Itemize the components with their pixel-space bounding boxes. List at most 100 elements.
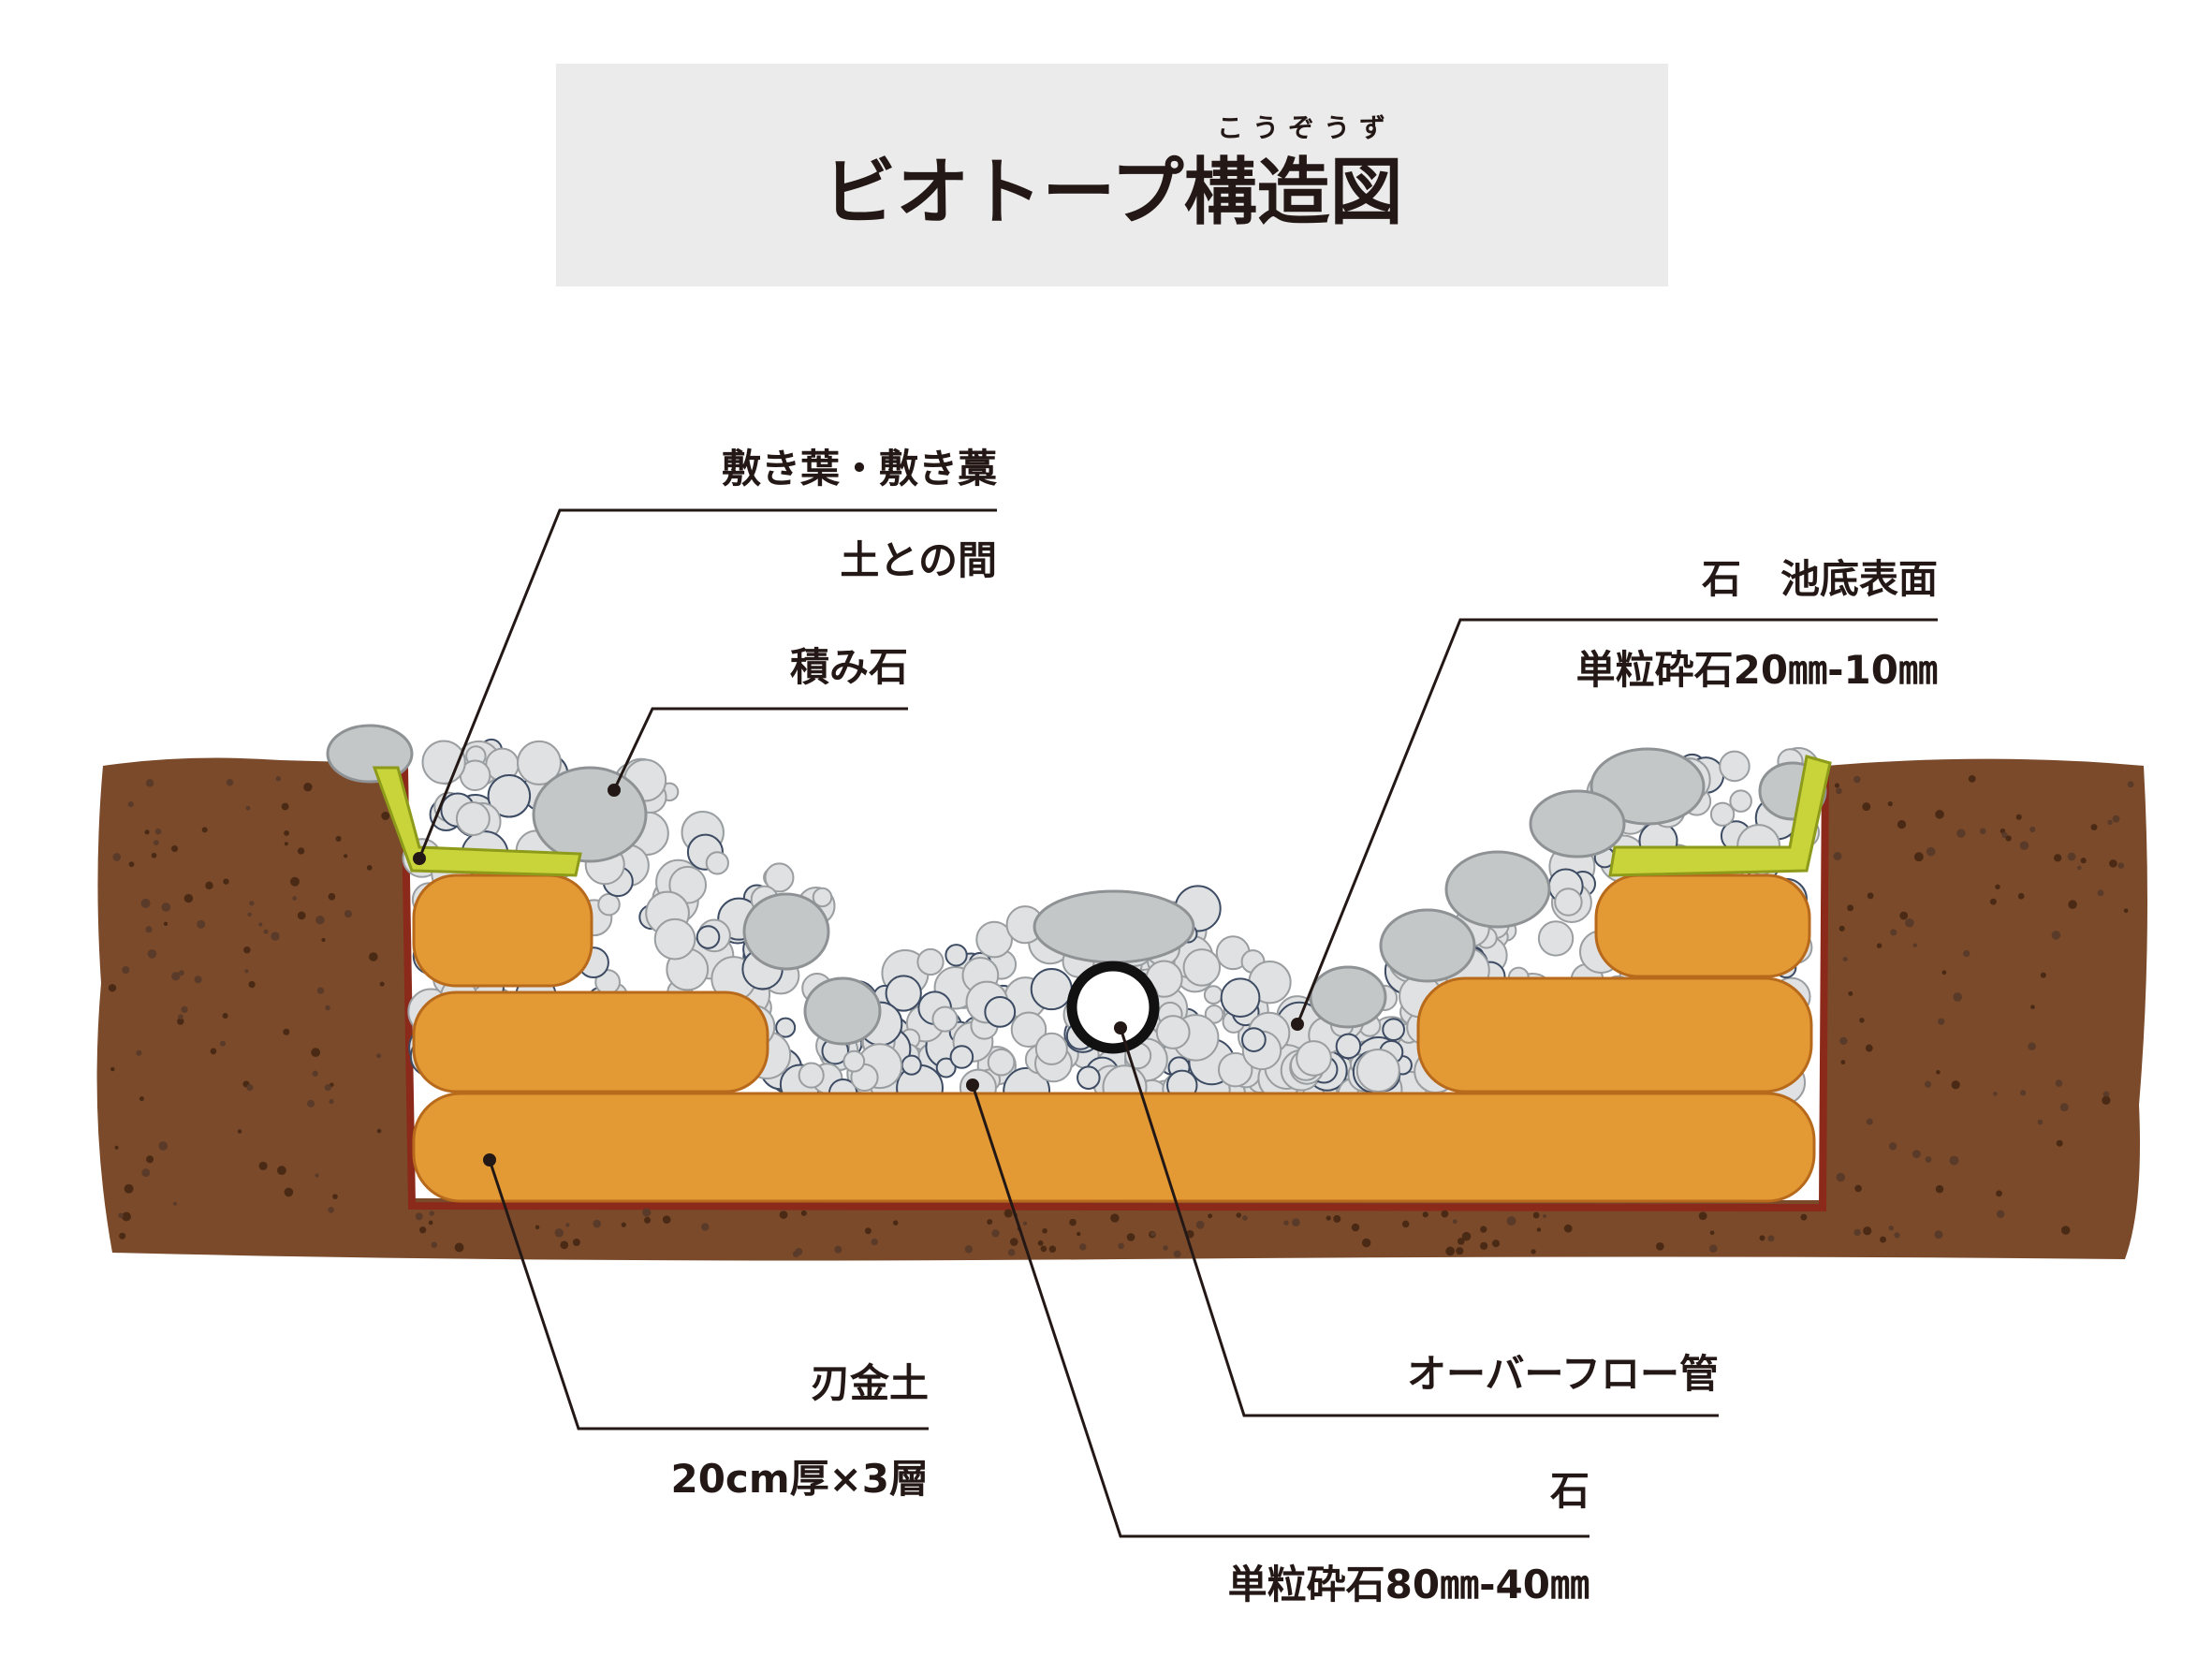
soil-speck — [1839, 1036, 1848, 1045]
pebble — [517, 740, 562, 785]
label-shikiba-sub: 土との間 — [840, 537, 997, 583]
soil-speck — [1441, 1210, 1449, 1218]
soil-speck — [332, 1194, 338, 1199]
soil-speck — [1457, 1238, 1465, 1245]
pebble — [764, 862, 795, 893]
soil-speck — [226, 779, 234, 786]
soil-speck — [1925, 1156, 1932, 1163]
soil-speck — [1283, 1220, 1289, 1225]
soil-speck — [1698, 1211, 1707, 1221]
soil-speck — [1854, 1184, 1862, 1193]
soil-speck — [1993, 1092, 1998, 1096]
soil-speck — [223, 878, 229, 885]
pebble — [1335, 1033, 1362, 1060]
soil-speck — [1709, 1244, 1718, 1253]
soil-speck — [145, 926, 153, 933]
soil-speck — [1897, 820, 1907, 829]
soil-speck — [1461, 1231, 1472, 1241]
soil-speck — [366, 865, 373, 871]
pebble — [1182, 948, 1222, 987]
soil-speck — [1838, 925, 1845, 932]
pebble — [984, 995, 1017, 1028]
soil-speck — [644, 1216, 652, 1224]
soil-speck — [1456, 1247, 1464, 1255]
soil-speck — [1926, 846, 1936, 857]
soil-speck — [2040, 972, 2046, 978]
soil-speck — [1935, 1184, 1944, 1194]
soil-speck — [1913, 852, 1924, 862]
soil-speck — [277, 1166, 286, 1176]
soil-speck — [311, 1048, 321, 1058]
soil-speck — [307, 1099, 315, 1108]
soil-speck — [593, 1219, 602, 1228]
clay-layer-middle-right — [1416, 976, 1813, 1093]
soil-speck — [792, 1251, 799, 1257]
soil-speck — [701, 1223, 710, 1231]
pebble — [696, 925, 721, 949]
soil-speck — [2112, 814, 2120, 823]
moss-left — [372, 766, 582, 877]
soil-speck — [284, 1187, 294, 1197]
pebble — [1241, 1027, 1267, 1052]
soil-speck — [1173, 1250, 1181, 1258]
clay-layer-top-left — [412, 873, 593, 988]
soil-speck — [2123, 908, 2129, 914]
soil-speck — [2019, 841, 2029, 850]
soil-speck — [2054, 854, 2062, 862]
soil-speck — [1880, 1236, 1887, 1243]
pebble — [975, 920, 1013, 959]
pebble — [935, 1057, 957, 1078]
clay-layer-top-right — [1594, 873, 1811, 978]
soil-speck — [2028, 1042, 2036, 1050]
soil-speck — [1656, 1242, 1664, 1251]
soil-speck — [344, 910, 353, 918]
soil-speck — [275, 776, 281, 782]
soil-speck — [1888, 1225, 1894, 1231]
pebble — [885, 975, 922, 1012]
soil-speck — [1292, 1218, 1300, 1226]
soil-speck — [1925, 1080, 1932, 1088]
soil-ground — [96, 757, 2147, 1261]
pebble — [901, 1054, 922, 1076]
soil-speck — [163, 921, 168, 926]
pebble — [945, 944, 968, 967]
soil-speck — [147, 949, 157, 959]
soil-speck — [2077, 865, 2082, 871]
soil-speck — [2001, 831, 2008, 839]
soil-speck — [1890, 929, 1897, 936]
soil-speck — [554, 1228, 564, 1238]
soil-speck — [1863, 1226, 1872, 1236]
soil-speck — [415, 1212, 423, 1221]
soil-speck — [1195, 1220, 1205, 1229]
soil-speck — [315, 1173, 319, 1178]
soil-speck — [1150, 1231, 1156, 1237]
label-stone: 石 — [1550, 1468, 1589, 1514]
label-stone-sub: 単粒砕石80㎜-40㎜ — [1228, 1562, 1589, 1607]
soil-speck — [379, 981, 385, 987]
soil-speck — [1480, 1241, 1488, 1250]
soil-speck — [1009, 1238, 1018, 1246]
soil-speck — [328, 1207, 334, 1213]
pebble — [1030, 968, 1073, 1011]
soil-speck — [565, 1223, 570, 1227]
soil-speck — [2055, 1079, 2063, 1087]
soil-speck — [171, 844, 179, 853]
soil-speck — [171, 972, 181, 981]
soil-speck — [1003, 1209, 1013, 1218]
soil-speck — [1118, 1242, 1124, 1250]
soil-speck — [118, 1212, 124, 1219]
soil-speck — [1834, 783, 1840, 788]
pebble — [812, 887, 833, 908]
soil-speck — [1963, 949, 1970, 958]
soil-speck — [297, 847, 305, 855]
soil-speck — [1767, 1235, 1775, 1242]
soil-speck — [281, 802, 289, 811]
soil-speck — [376, 1128, 382, 1134]
moss-right — [1608, 755, 1832, 877]
soil-speck — [178, 1014, 183, 1020]
clay-layer-middle-left — [412, 990, 769, 1093]
soil-speck — [258, 1161, 268, 1170]
soil-speck — [1938, 1018, 1945, 1025]
soil-speck — [2090, 824, 2098, 831]
soil-speck — [864, 1227, 872, 1235]
